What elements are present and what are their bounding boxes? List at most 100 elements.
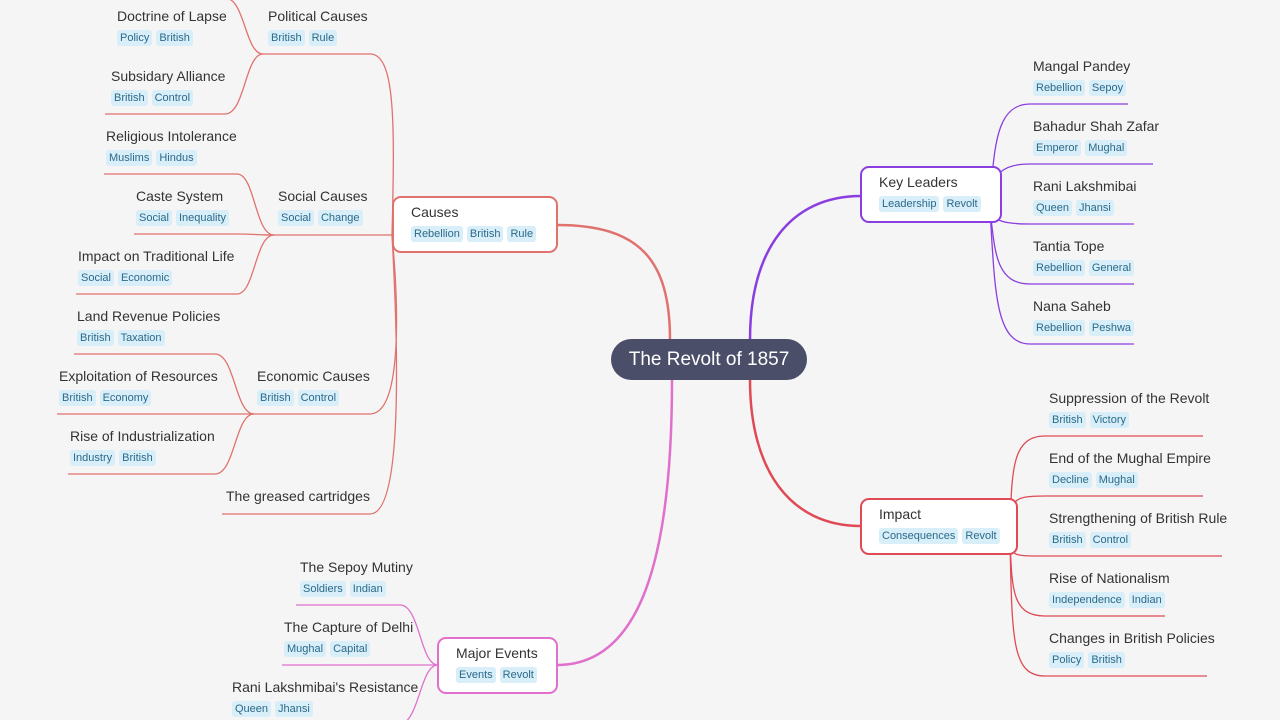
leaders-label: Key Leaders [879,174,958,190]
causes-tags: Rebellion British Rule [411,226,556,242]
tag: British [268,30,305,46]
events-label: Major Events [456,645,538,661]
tag: Taxation [117,330,165,346]
rani-resistance-label: Rani Lakshmibai's Resistance [232,679,419,695]
tag: Rule [507,226,537,242]
tag: Industry [70,450,116,466]
tag: Jhansi [1076,200,1114,216]
tag: Control [151,90,194,106]
tag: British [1088,652,1125,668]
land-label: Land Revenue Policies [77,308,221,324]
leaders-node[interactable]: Key Leaders Leadership Revolt [860,166,1002,223]
tag: Independence [1049,592,1125,608]
tag: Mughal [284,641,327,657]
greased-label: The greased cartridges [226,488,370,504]
link-root-impact [748,379,862,528]
nationalism-label: Rise of Nationalism [1049,570,1170,586]
tag: Queen [232,701,272,717]
suppression-label: Suppression of the Revolt [1049,390,1210,406]
tag: Social [136,210,172,226]
tag: British [156,30,193,46]
nana-label: Nana Saheb [1033,298,1111,314]
tag: British [1049,412,1086,428]
events-node[interactable]: Major Events Events Revolt [437,637,558,694]
tag: Peshwa [1088,320,1135,336]
tag: Rebellion [1033,80,1085,96]
tag: General [1088,260,1135,276]
social-label: Social Causes [278,188,368,204]
tag: British [77,330,114,346]
tag: British [59,390,96,406]
tag: British [111,90,148,106]
link-root-events [556,379,674,667]
tag: Control [297,390,340,406]
tag: Inequality [175,210,230,226]
link-root-leaders [748,194,862,341]
greased-node[interactable]: The greased cartridges [226,488,370,508]
tag: Indian [349,581,386,597]
tag: Revolt [499,667,537,683]
impact-node[interactable]: Impact Consequences Revolt [860,498,1018,555]
tag: Change [317,210,363,226]
causes-label: Causes [411,204,459,220]
link-root-causes [556,223,672,341]
sepoy-label: The Sepoy Mutiny [300,559,413,575]
tag: Hindus [156,150,197,166]
mughal-end-label: End of the Mughal Empire [1049,450,1211,466]
tag: Control [1089,532,1132,548]
policies-label: Changes in British Policies [1049,630,1215,646]
events-tags: Events Revolt [456,667,556,683]
tag: Rule [308,30,338,46]
economic-label: Economic Causes [257,368,370,384]
tag: Social [78,270,114,286]
root-node[interactable]: The Revolt of 1857 [611,339,807,380]
tag: Economic [117,270,173,286]
tag: Emperor [1033,140,1082,156]
tag: Revolt [943,196,981,212]
tag: Policy [1049,652,1085,668]
tag: Policy [117,30,153,46]
mangal-label: Mangal Pandey [1033,58,1131,74]
tag: Capital [330,641,371,657]
subsidiary-label: Subsidary Alliance [111,68,226,84]
tag: Consequences [879,528,959,544]
exploitation-label: Exploitation of Resources [59,368,218,384]
tag: Victory [1089,412,1129,428]
delhi-label: The Capture of Delhi [284,619,414,635]
impact-label: Impact [879,506,922,522]
tag: Mughal [1095,472,1138,488]
tag: Revolt [962,528,1000,544]
tag: Mughal [1085,140,1128,156]
causes-node[interactable]: Causes Rebellion British Rule [392,196,558,253]
bahadur-label: Bahadur Shah Zafar [1033,118,1160,134]
tag: Soldiers [300,581,346,597]
caste-label: Caste System [136,188,224,204]
tag: Economy [99,390,152,406]
strengthening-label: Strengthening of British Rule [1049,510,1228,526]
tag: Indian [1128,592,1165,608]
